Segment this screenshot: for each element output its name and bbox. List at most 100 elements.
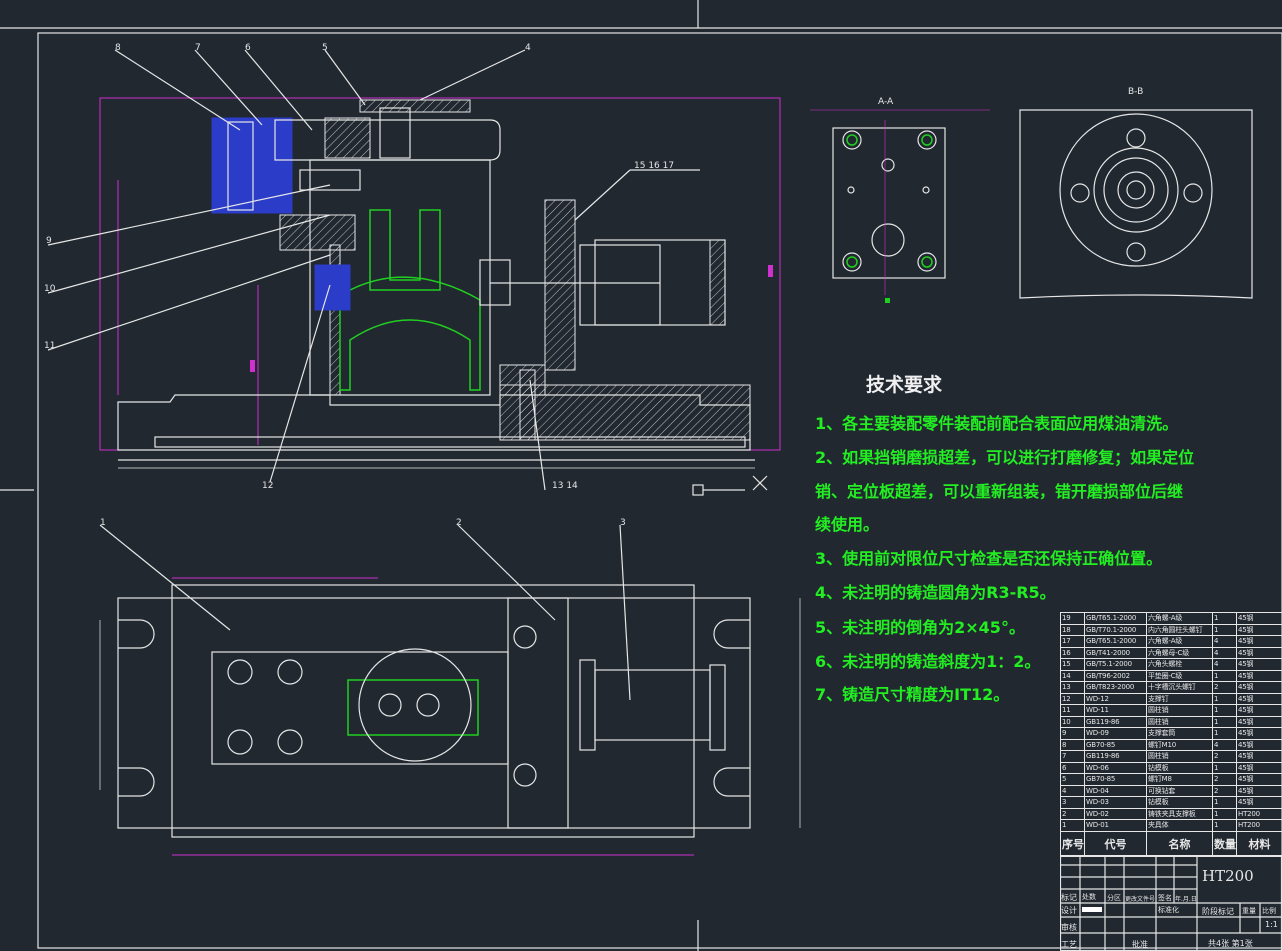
bom-cell-code: GB/T823-2000 [1084,681,1147,694]
header-name: 名称 [1146,830,1213,857]
bom-cell-qty: 4 [1212,635,1237,648]
tech-req-2-cont: 销、定位板超差，可以重新组装，错开磨损部位后继 [815,482,1184,501]
bom-cell-qty: 4 [1212,658,1237,671]
bom-cell-seq: 8 [1060,738,1085,751]
bom-cell-name: 夹具体 [1146,819,1213,832]
bom-cell-code: WD-09 [1084,727,1147,740]
sheet-count: 共4张 第1张 [1208,939,1253,948]
scale-value: 1:1 [1265,920,1278,929]
sign-label: 签名 [1158,894,1172,902]
bom-cell-code: WD-03 [1084,796,1147,809]
bom-cell-code: GB/T5.1-2000 [1084,658,1147,671]
bom-cell-qty: 1 [1212,807,1237,820]
bom-cell-seq: 4 [1060,784,1085,797]
balloon-1: 1 [100,518,106,528]
balloon-4: 4 [525,43,531,53]
tech-req-4: 4、未注明的铸造圆角为R3-R5。 [815,583,1056,602]
bom-cell-seq: 12 [1060,692,1085,705]
tech-requirements-title: 技术要求 [866,374,943,396]
bom-cell-seq: 18 [1060,623,1085,636]
balloon-7: 7 [195,43,201,53]
bom-cell-name: 六角螺母-C级 [1146,646,1213,659]
bom-cell-name: 可换钻套 [1146,784,1213,797]
front-section-view [99,97,781,496]
bom-cell-material: 45钢 [1236,612,1282,625]
balloon-13-14: 13 14 [552,481,578,491]
bom-cell-seq: 1 [1060,819,1085,832]
balloon-2: 2 [456,518,462,528]
bom-cell-seq: 9 [1060,727,1085,740]
material-label: HT200 [1202,867,1254,885]
bom-cell-code: GB119-86 [1084,715,1147,728]
balloon-11: 11 [44,341,55,351]
bom-cell-seq: 19 [1060,612,1085,625]
bom-cell-qty: 1 [1212,727,1237,740]
bom-cell-code: WD-11 [1084,704,1147,717]
process-label: 工艺 [1061,940,1077,949]
bom-cell-material: 45钢 [1236,738,1282,751]
bom-cell-qty: 2 [1212,681,1237,694]
title-block: HT200 标记 处数 分区 更改文件号 签名 年.月.日 设计 标准化 审核 … [1060,855,1282,951]
bom-cell-name: 螺钉M10 [1146,738,1213,751]
bom-cell-qty: 1 [1212,623,1237,636]
drill-plate-view: A-A [810,97,990,303]
bom-cell-seq: 2 [1060,807,1085,820]
bom-cell-seq: 17 [1060,635,1085,648]
bom-cell-name: 钻模板 [1146,796,1213,809]
bom-cell-seq: 7 [1060,750,1085,763]
balloon-10: 10 [44,284,56,294]
bom-cell-material: 45钢 [1236,784,1282,797]
bom-cell-name: 六角螺-A级 [1146,612,1213,625]
bom-cell-seq: 13 [1060,681,1085,694]
bom-cell-qty: 4 [1212,646,1237,659]
header-seq: 序号 [1060,830,1085,857]
bom-cell-name: 六角头螺栓 [1146,658,1213,671]
balloon-15-16-17: 15 16 17 [634,161,674,171]
bom-cell-name: 支撑套筒 [1146,727,1213,740]
bom-cell-code: GB119-86 [1084,750,1147,763]
bom-cell-material: HT200 [1236,819,1282,832]
scale-label: 比例 [1262,907,1276,915]
bom-cell-code: WD-01 [1084,819,1147,832]
bom-cell-material: 45钢 [1236,750,1282,763]
tech-req-2-end: 续使用。 [815,515,880,534]
bom-cell-qty: 2 [1212,750,1237,763]
bom-cell-seq: 10 [1060,715,1085,728]
change-doc-label: 更改文件号 [1125,896,1156,903]
bom-cell-name: 螺钉M8 [1146,773,1213,786]
bom-cell-seq: 5 [1060,773,1085,786]
tech-req-7: 7、铸造尺寸精度为IT12。 [815,685,1010,704]
approve-label: 批准 [1132,940,1148,949]
bom-cell-material: 45钢 [1236,658,1282,671]
bom-cell-name: 内六角圆柱头螺钉 [1146,623,1213,636]
header-material: 材料 [1236,830,1282,857]
plan-view [99,577,801,856]
bom-cell-code: GB/T41-2000 [1084,646,1147,659]
bom-cell-material: 45钢 [1236,681,1282,694]
bom-cell-seq: 14 [1060,669,1085,682]
bom-cell-material: 45钢 [1236,796,1282,809]
bom-cell-name: 六角螺-A级 [1146,635,1213,648]
bom-cell-seq: 3 [1060,796,1085,809]
balloon-12: 12 [262,481,273,491]
balloon-9: 9 [46,236,52,246]
flange-view: B-B [1019,87,1253,299]
bom-header: 序号 代号 名称 数量 材料 [1060,830,1282,857]
balloon-8: 8 [115,43,121,53]
bom-cell-code: WD-04 [1084,784,1147,797]
bom-cell-material: 45钢 [1236,704,1282,717]
bom-cell-material: HT200 [1236,807,1282,820]
